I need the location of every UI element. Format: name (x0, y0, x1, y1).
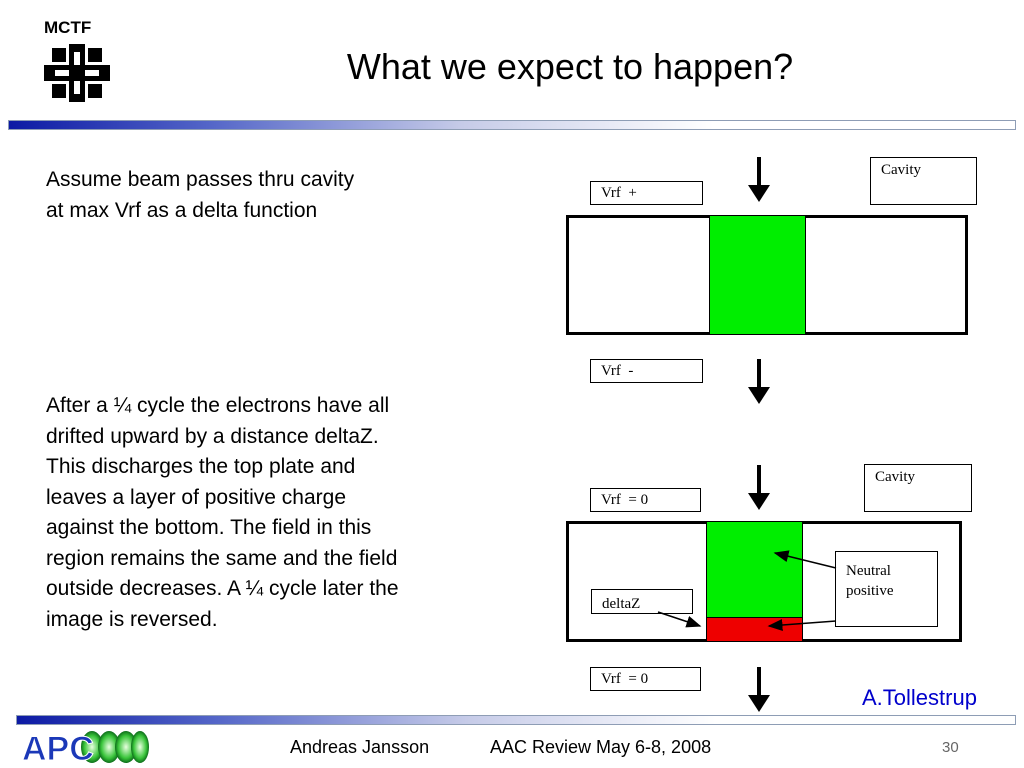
apc-logo-icon: APC (22, 730, 149, 767)
vrf-plus-label: Vrf + (590, 181, 703, 205)
positive-label: positive (846, 583, 894, 599)
positive-charge-layer-red (706, 617, 803, 642)
positive-pointer-arrow (767, 619, 837, 631)
footer-event: AAC Review May 6-8, 2008 (490, 737, 712, 757)
vrf-minus-label: Vrf - (590, 359, 703, 383)
beam-arrow-icon (748, 465, 770, 510)
org-label: MCTF (44, 18, 92, 37)
beam-arrow-icon (748, 667, 770, 712)
neutral-pointer-arrow (773, 550, 837, 569)
footer-divider-bar (16, 715, 1016, 725)
neutral-label: Neutral (846, 563, 891, 579)
body-paragraph-2: After a ¼ cycle the electrons have all d… (46, 394, 399, 631)
cavity-label-box: Cavity (864, 464, 972, 512)
cavity-label-box: Cavity (870, 157, 977, 205)
vrf-zero-label: Vrf = 0 (590, 667, 701, 691)
neutral-positive-label-box: Neutral positive (835, 551, 938, 627)
deltaz-pointer-arrow (657, 611, 702, 628)
deltaz-label: deltaZ (591, 589, 693, 614)
neutral-region-green (706, 521, 803, 618)
slide-title: What we expect to happen? (346, 46, 794, 87)
credit-author: A.Tollestrup (862, 685, 977, 710)
beam-arrow-icon (748, 359, 770, 404)
apc-logo-text: APC (22, 730, 94, 767)
body-paragraph-1: Assume beam passes thru cavity at max Vr… (46, 168, 355, 222)
header-divider-bar (8, 120, 1016, 130)
fermilab-logo-icon (44, 44, 110, 102)
footer-author: Andreas Jansson (290, 737, 430, 757)
vrf-zero-label: Vrf = 0 (590, 488, 701, 512)
beam-arrow-icon (748, 157, 770, 202)
beam-region-green (709, 215, 806, 335)
page-number: 30 (942, 739, 959, 756)
